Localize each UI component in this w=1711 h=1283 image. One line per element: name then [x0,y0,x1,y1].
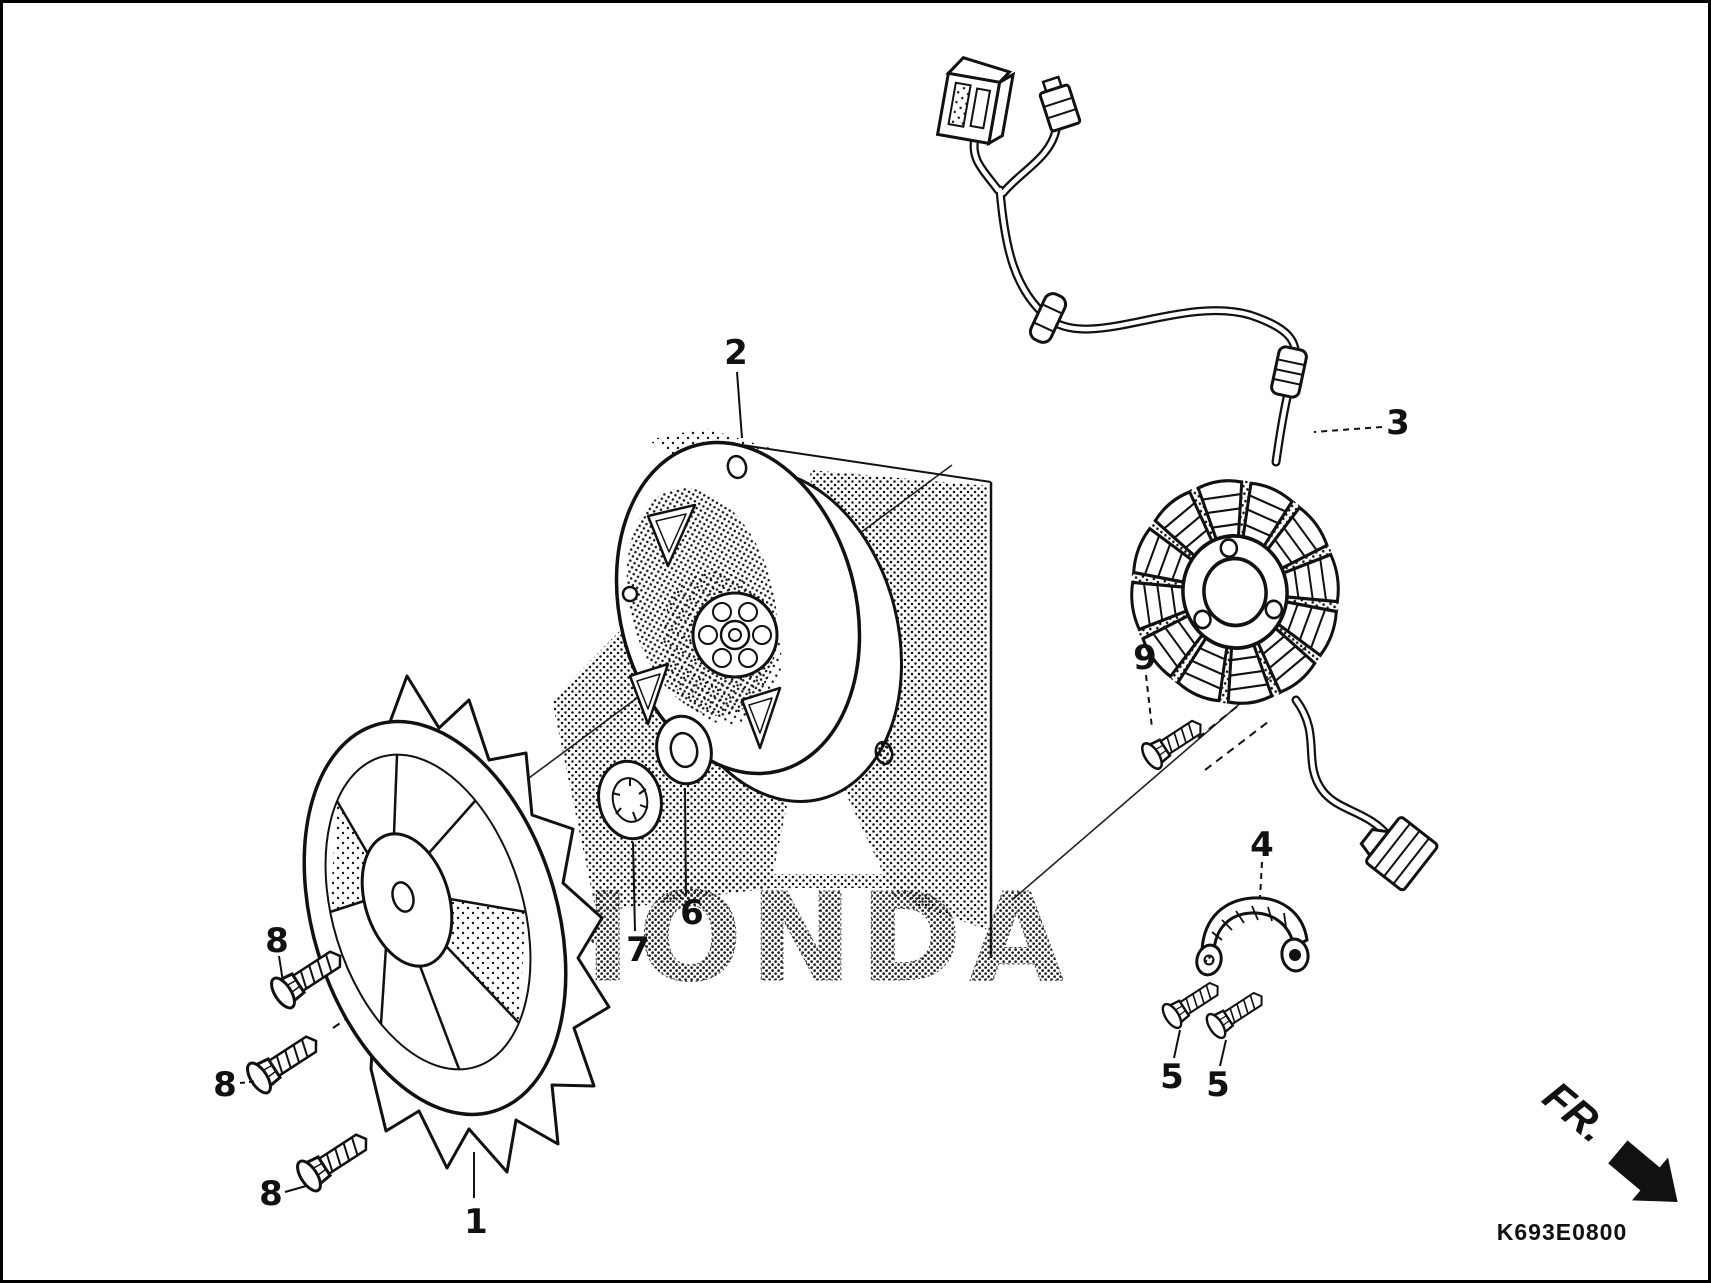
balance-hole [726,454,748,480]
plain-washer [655,714,713,786]
rotor-center-boss [691,591,779,679]
fr-arrow-icon [1608,1140,1678,1203]
stator-generator [1127,476,1343,708]
rim-hole [874,740,894,766]
wire-harness [935,55,1439,892]
fan-center-hole [391,881,415,913]
callout-9[interactable]: 9 [1133,638,1157,678]
honda-watermark: HONDA [528,867,1072,1009]
rotor-windows [621,503,782,750]
callout-2[interactable]: 2 [724,333,748,373]
callout-5b[interactable]: 5 [1206,1065,1230,1105]
callout-4[interactable]: 4 [1250,825,1274,865]
harness-connector-small [1038,75,1082,133]
callout-6[interactable]: 6 [680,893,704,933]
wire-clamp-bracket [1195,896,1310,977]
harness-connector-main [935,55,1016,147]
backdrop-sheet-outline [741,444,993,958]
callout-5a[interactable]: 5 [1160,1057,1184,1097]
callout-7[interactable]: 7 [626,930,650,970]
spline-teeth [611,778,649,821]
callout-8a[interactable]: 8 [265,921,289,961]
callout-labels: 1 2 3 4 5 5 6 7 8 8 8 9 [213,333,1410,1242]
drawing-code: K693E0800 [1497,1219,1628,1245]
callout-3[interactable]: 3 [1386,403,1410,443]
callout-leaders [239,371,1383,1198]
stator-mount-holes [1193,538,1284,630]
callout-1[interactable]: 1 [464,1202,488,1242]
flywheel-rotor [614,440,903,803]
lock-washer [597,759,663,841]
harness-sleeve [1270,345,1308,399]
stator-center-hole [1202,556,1268,628]
callout-8c[interactable]: 8 [259,1174,283,1214]
cooling-fan [302,674,611,1174]
callout-8b[interactable]: 8 [213,1065,237,1105]
harness-connector-bottom [1359,816,1439,892]
harness-grommet [1028,292,1068,344]
